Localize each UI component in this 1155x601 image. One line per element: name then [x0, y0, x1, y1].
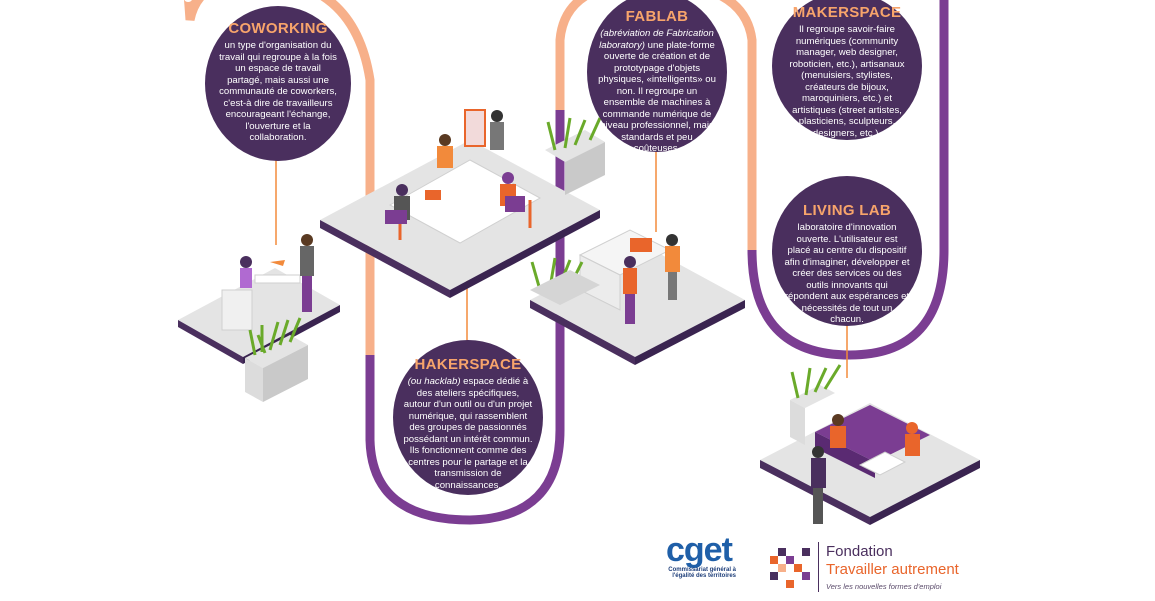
- fablab-text: (abréviation de Fabrication laboratory) …: [597, 28, 717, 155]
- fondation-name-line2: Travailler autrement: [826, 561, 959, 578]
- fablab-scene: [530, 229, 745, 365]
- hakerspace-title: HAKERSPACE: [414, 356, 522, 373]
- cget-subtitle: Commissariat général à l'égalité des ter…: [668, 567, 736, 580]
- center-plant-planter: [545, 117, 605, 195]
- track-segment-purple-1: [365, 40, 565, 525]
- livinglab-bubble: LIVING LAB laboratoire d'innovation ouve…: [772, 176, 922, 326]
- fablab-title: FABLAB: [625, 8, 689, 25]
- livinglab-scene: [760, 364, 980, 525]
- fondation-tagline: Vers les nouvelles formes d'emploi: [826, 582, 942, 591]
- fablab-text-italic: (abréviation de Fabrication laboratory): [599, 28, 714, 51]
- coworking-text: un type d'organisation du travail qui re…: [219, 40, 337, 143]
- coworking-plant-planter: [245, 317, 308, 402]
- coworking-desk-scene: [178, 234, 340, 364]
- hakerspace-bubble: HAKERSPACE (ou hacklab) espace dédié à d…: [393, 340, 543, 495]
- fondation-logo-mark: [770, 548, 810, 588]
- fondation-logo[interactable]: Fondation Travailler autrement Vers les …: [770, 540, 970, 595]
- hakerspace-text-italic: (ou hacklab): [407, 376, 461, 387]
- hakerspace-text: (ou hacklab) espace dédié à des ateliers…: [403, 376, 533, 491]
- livinglab-title: LIVING LAB: [803, 202, 891, 219]
- coworking-table-scene: [320, 109, 600, 298]
- fondation-name-line1: Fondation: [826, 543, 893, 560]
- makerspace-bubble: MAKERSPACE Il regroupe savoir-faire numé…: [772, 0, 922, 140]
- makerspace-text: Il regroupe savoir-faire numériques (com…: [789, 24, 905, 139]
- coworking-bubble: COWORKING un type d'organisation du trav…: [205, 6, 351, 161]
- fablab-bubble: FABLAB (abréviation de Fabrication labor…: [587, 0, 727, 155]
- hakerspace-text-main: espace dédié à des ateliers spécifiques,…: [403, 376, 533, 491]
- coworking-title: COWORKING: [228, 20, 328, 37]
- track-segment-peach-1: [183, 0, 375, 355]
- cget-logo[interactable]: cget Commissariat général à l'égalité de…: [666, 533, 742, 601]
- fondation-logo-separator: [818, 542, 819, 592]
- track-segment-purple-2: [747, 0, 949, 360]
- cget-wordmark: cget: [666, 531, 733, 569]
- livinglab-text: laboratoire d'innovation ouverte. L'util…: [784, 222, 910, 325]
- fablab-text-main: une plate-forme ouverte de création et d…: [598, 39, 716, 155]
- track-segment-peach-2: [555, 0, 757, 250]
- makerspace-title: MAKERSPACE: [792, 4, 902, 21]
